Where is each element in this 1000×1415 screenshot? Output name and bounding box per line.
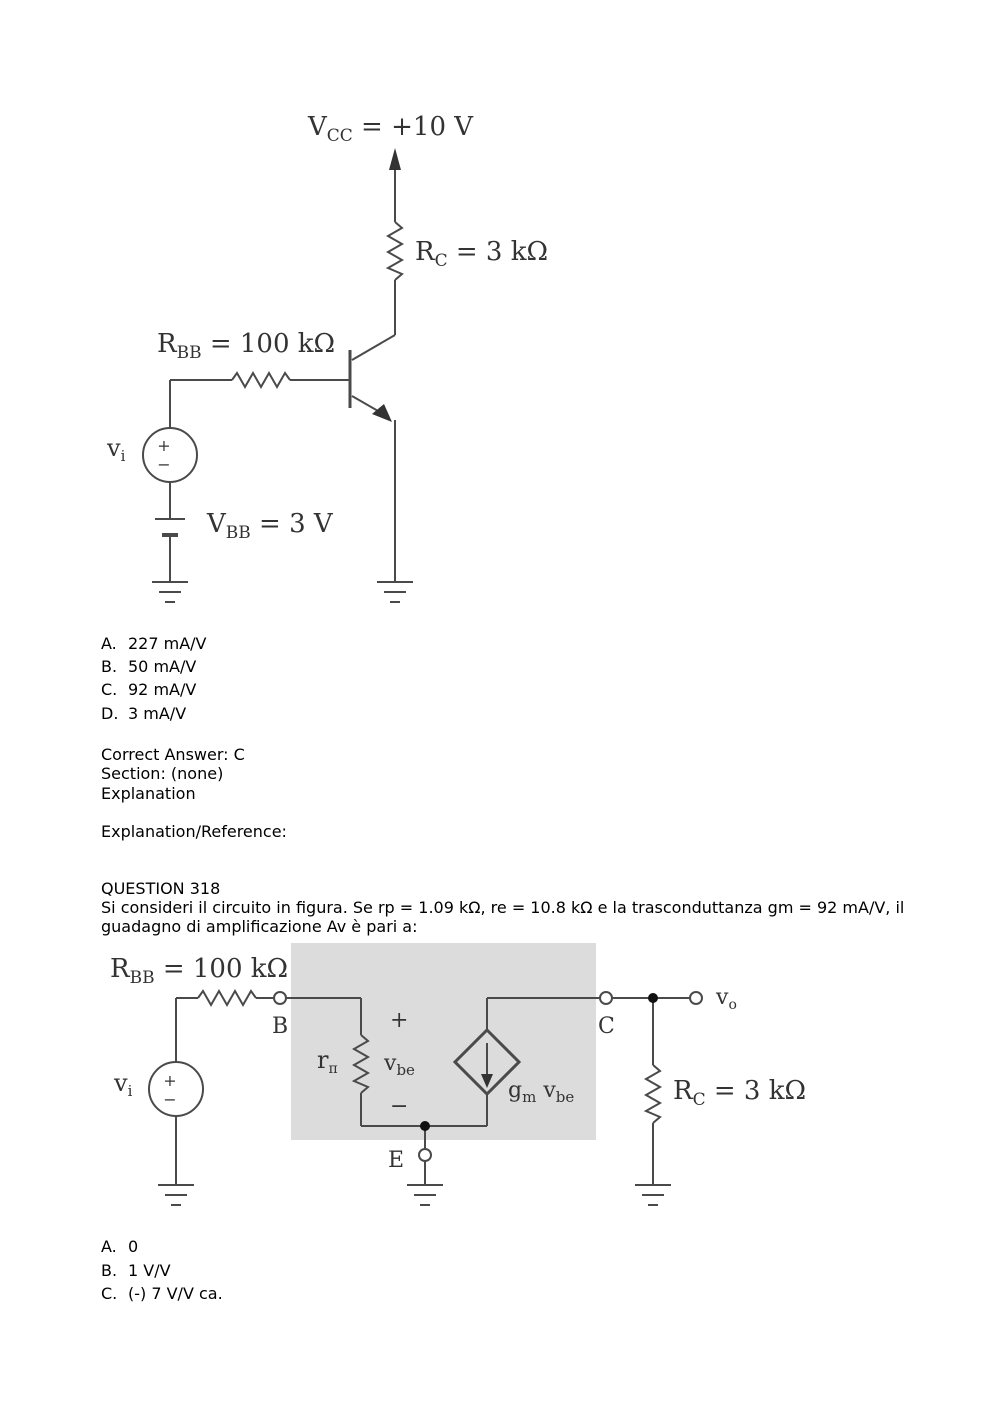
option-b[interactable]: B.50 mA/V [101, 657, 197, 676]
rpi-label: rπ [317, 1046, 338, 1077]
vcc-label: VCC = +10 V [307, 112, 474, 146]
question-text-line1: Si consideri il circuito in figura. Se r… [101, 898, 905, 917]
vbb-label: VBB = 3 V [206, 509, 334, 543]
option-c[interactable]: C.(-) 7 V/V ca. [101, 1284, 223, 1303]
current-arrow [481, 1074, 493, 1088]
rc-label: RC = 3 kΩ [415, 237, 548, 271]
option-d[interactable]: D.3 mA/V [101, 704, 187, 723]
small-signal-model-figure: + − RBB = 100 kΩ B C E vo vi rπ + vbe − … [110, 943, 806, 1206]
rc-label: RC = 3 kΩ [673, 1076, 806, 1110]
option-a[interactable]: A.0 [101, 1237, 139, 1256]
plus-sign: + [157, 436, 170, 455]
option-a[interactable]: A.227 mA/V [101, 634, 207, 653]
explanation-label: Explanation [101, 784, 196, 803]
emitter-junction-dot [420, 1121, 430, 1131]
rbb-label: RBB = 100 kΩ [157, 329, 335, 363]
vbe-label: vbe [383, 1051, 415, 1079]
vbe-plus-sign: + [390, 1008, 408, 1033]
question-title: QUESTION 318 [101, 879, 221, 898]
node-b-label: B [272, 1014, 288, 1039]
gm-vbe-label: gm vbe [508, 1078, 574, 1106]
bjt-bias-circuit-figure: + − VCC = +10 V RC = 3 kΩ RBB = 100 kΩ v… [106, 112, 548, 603]
node-c-label: C [598, 1014, 615, 1039]
explanation-reference: Explanation/Reference: [101, 822, 287, 841]
vo-label: vo [715, 985, 737, 1013]
emitter-arrow [372, 404, 392, 422]
output-junction-dot [648, 993, 658, 1003]
option-b[interactable]: B.1 V/V [101, 1261, 171, 1280]
vbe-minus-sign: − [390, 1094, 408, 1119]
vi-label: vi [113, 1069, 133, 1100]
shaded-model-box [291, 943, 596, 1140]
node-e-label: E [388, 1148, 404, 1173]
plus-sign: + [163, 1071, 176, 1090]
option-c[interactable]: C.92 mA/V [101, 680, 197, 699]
minus-sign: − [157, 455, 170, 474]
question-text-line2: guadagno di amplificazione Av è pari a: [101, 917, 418, 936]
rbb-label: RBB = 100 kΩ [110, 954, 288, 988]
minus-sign: − [163, 1090, 176, 1109]
correct-answer: Correct Answer: C [101, 745, 245, 764]
section-label: Section: (none) [101, 764, 224, 783]
vi-label: vi [106, 434, 126, 465]
